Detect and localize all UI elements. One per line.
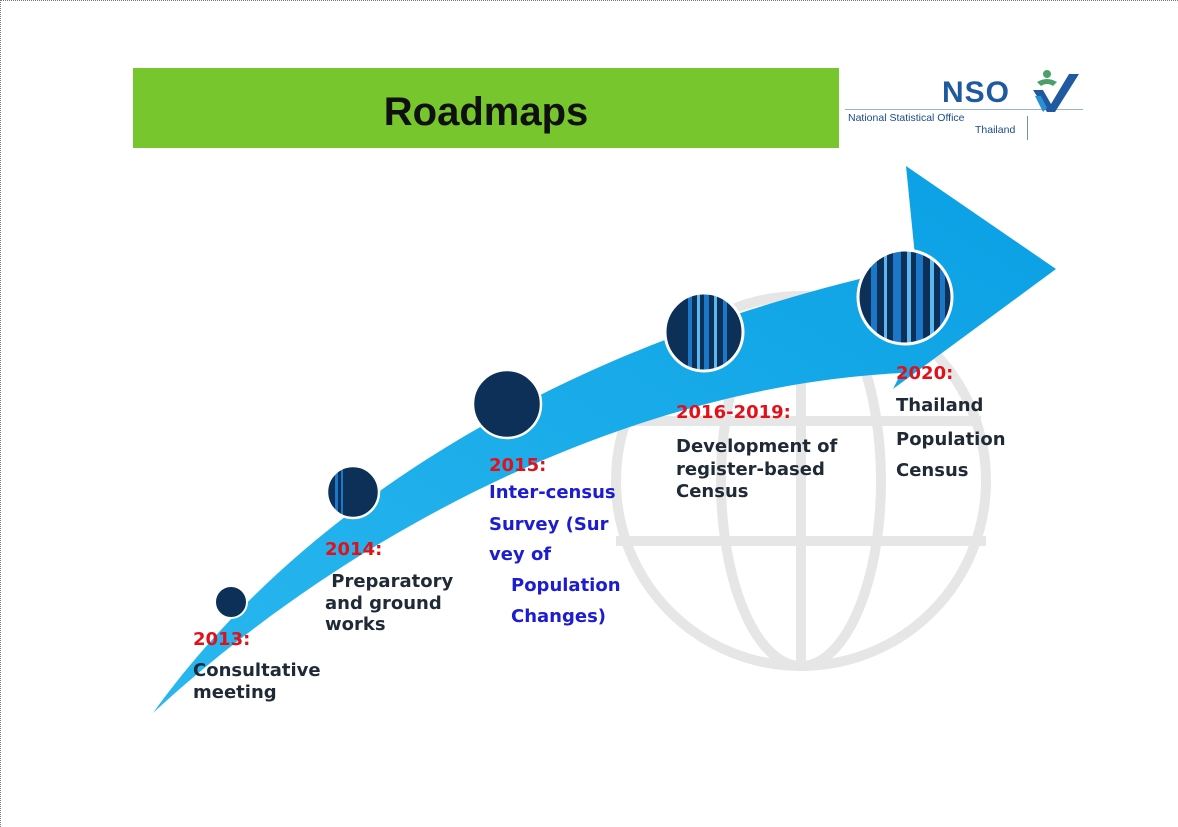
milestone-text-line: Changes) xyxy=(511,606,607,627)
logo-acronym: NSO xyxy=(942,76,1011,109)
logo-divider xyxy=(845,109,1083,110)
milestone-text-line: and ground xyxy=(325,593,442,614)
milestone-text-line: Survey (Sur xyxy=(489,514,609,535)
logo-org-name: National Statistical Office xyxy=(848,112,965,124)
milestone-year: 2020: xyxy=(896,363,954,384)
milestone-text-line: works xyxy=(325,614,386,635)
milestone-circle-2015 xyxy=(471,368,543,440)
milestone-circle-2013 xyxy=(214,585,248,619)
milestone-text-line: Inter-census xyxy=(489,482,616,503)
logo-vertical-rule xyxy=(1027,116,1028,140)
milestone-text-line: Population xyxy=(896,429,1006,450)
milestone-text-line: vey of xyxy=(489,544,552,565)
logo-country: Thailand xyxy=(975,124,1016,136)
milestone-text-line: Census xyxy=(676,481,749,502)
title-banner: Roadmaps xyxy=(133,68,839,148)
milestone-circle-2020 xyxy=(856,248,954,346)
page-title: Roadmaps xyxy=(383,90,589,134)
milestone-text-line: register-based xyxy=(676,459,825,480)
milestone-text-line: Census xyxy=(896,460,969,481)
milestone-text-line: Development of xyxy=(676,436,838,457)
milestone-year: 2015: xyxy=(489,455,547,476)
milestone-text-line: Preparatory xyxy=(325,571,454,592)
milestone-circle-2014 xyxy=(325,464,381,520)
milestone-year: 2014: xyxy=(325,539,383,560)
milestone-text-line: Population xyxy=(511,575,621,596)
milestone-text-line: meeting xyxy=(193,682,277,703)
milestone-text-line: Thailand xyxy=(896,395,984,416)
nso-logo: NSO National Statistical Office Thailand xyxy=(839,68,1093,148)
milestone-circle-2016-2019 xyxy=(663,291,745,373)
roadmap-arrow xyxy=(153,166,1056,713)
milestone-year: 2013: xyxy=(193,629,251,650)
milestone-year: 2016-2019: xyxy=(676,402,791,423)
milestone-text-line: Consultative xyxy=(193,660,321,681)
nso-person-arrow-icon xyxy=(1033,70,1079,112)
